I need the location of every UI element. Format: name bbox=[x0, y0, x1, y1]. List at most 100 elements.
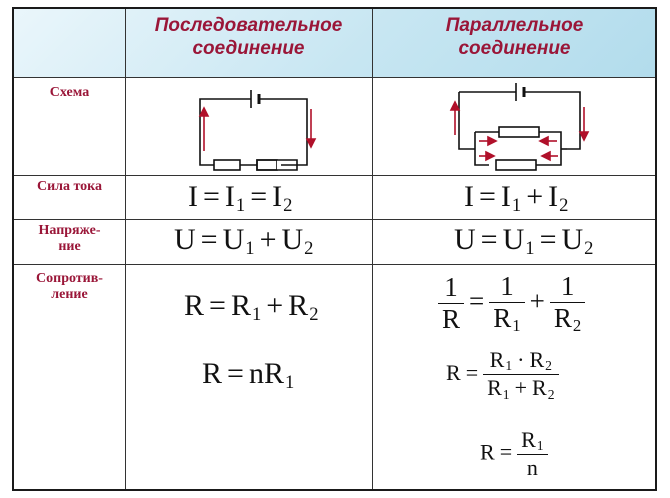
formula-symbol: 2 bbox=[584, 237, 594, 259]
formula-symbol: = bbox=[479, 180, 496, 213]
parallel-branch-arrowhead-upper bbox=[538, 135, 549, 147]
parallel-current-arrowhead-right bbox=[578, 131, 590, 142]
formula-symbol: 2 bbox=[545, 358, 552, 374]
formula-symbol: R bbox=[553, 303, 572, 333]
series-wire-left bbox=[199, 98, 214, 166]
formula-symbol: 2 bbox=[572, 316, 582, 336]
row-label-resistance-line1: Сопротив- bbox=[36, 271, 103, 286]
parallel-node-left bbox=[474, 132, 489, 166]
formula-symbol: = bbox=[203, 180, 220, 213]
formula-symbol: R1·R2 bbox=[483, 347, 558, 374]
formula-symbol: 1 bbox=[536, 438, 544, 454]
formula-symbol: n bbox=[248, 357, 264, 390]
formula-symbol: 1 bbox=[284, 371, 295, 393]
row-label-scheme: Схема bbox=[49, 85, 90, 100]
formula-symbol: U bbox=[281, 223, 304, 256]
formula-symbol: I bbox=[500, 180, 511, 213]
row-label-voltage-line2: ние bbox=[58, 239, 81, 254]
formula-symbol: R bbox=[230, 289, 251, 322]
row-label-voltage: Напряже- ние bbox=[14, 223, 125, 255]
formula-symbol: = bbox=[209, 289, 226, 322]
header-band bbox=[14, 9, 655, 77]
formula-symbol: = bbox=[480, 223, 498, 256]
formula-symbol: 1 bbox=[235, 194, 246, 216]
formula-symbol: = bbox=[200, 223, 218, 256]
parallel-circuit-diagram bbox=[449, 83, 590, 171]
formula-symbol: = bbox=[227, 357, 244, 390]
formula-symbol: 2 bbox=[309, 303, 319, 325]
formula-series-resistance-n: R=nR1 bbox=[202, 357, 294, 394]
parallel-branch-arrowhead-left-upper bbox=[487, 135, 498, 147]
formula-symbol: = bbox=[539, 223, 557, 256]
formula-symbol: U bbox=[561, 223, 584, 256]
header-parallel: Параллельное соединение bbox=[372, 14, 657, 60]
header-parallel-line2: соединение bbox=[458, 38, 571, 59]
formula-symbol: 1 bbox=[560, 271, 575, 301]
parallel-current-arrowhead-left bbox=[449, 100, 461, 111]
formula-symbol: 1 bbox=[505, 358, 513, 374]
column-divider bbox=[372, 9, 373, 489]
parallel-wire-left bbox=[458, 92, 475, 150]
formula-symbol: R bbox=[202, 357, 223, 390]
header-series-line1: Последовательное bbox=[154, 15, 343, 36]
column-divider bbox=[125, 9, 126, 489]
formula-symbol: 1 bbox=[525, 237, 535, 259]
formula-series-voltage: U=U1+U2 bbox=[174, 223, 313, 260]
header-parallel-line1: Параллельное bbox=[445, 15, 584, 36]
formula-symbol: = bbox=[250, 180, 268, 213]
formula-symbol: + bbox=[266, 289, 284, 322]
formula-symbol: U bbox=[222, 223, 245, 256]
formula-symbol: R bbox=[489, 347, 505, 372]
row-divider bbox=[14, 219, 655, 220]
parallel-branch-arrowhead-left-lower bbox=[485, 150, 496, 162]
formula-symbol: + bbox=[259, 223, 277, 256]
parallel-resistor-1 bbox=[498, 126, 540, 138]
formula-symbol: + bbox=[514, 375, 528, 401]
formula-symbol: 2 bbox=[283, 194, 293, 216]
formula-symbol: 1 bbox=[251, 303, 262, 325]
row-divider bbox=[14, 77, 655, 78]
series-circuit-diagram bbox=[198, 90, 317, 171]
formula-symbol: 2 bbox=[559, 194, 569, 216]
formula-series-resistance: R=R1+R2 bbox=[184, 289, 318, 326]
formula-symbol: I bbox=[188, 180, 198, 213]
series-current-arrowhead-left bbox=[198, 106, 210, 117]
formula-symbol: R bbox=[184, 289, 205, 322]
header-series: Последовательное соединение bbox=[125, 14, 372, 60]
formula-symbol: 1 bbox=[444, 272, 458, 303]
formula-symbol: + bbox=[529, 285, 545, 316]
formula-symbol: 1 bbox=[500, 271, 514, 301]
formula-symbol: I bbox=[548, 180, 559, 213]
formula-symbol: R bbox=[529, 347, 545, 372]
parallel-resistor-2 bbox=[495, 159, 537, 171]
formula-symbol: 1 bbox=[511, 194, 522, 216]
formula-parallel-current: I=I1+I2 bbox=[464, 180, 568, 217]
formula-symbol: R1 bbox=[517, 427, 548, 454]
formula-symbol: n bbox=[517, 454, 548, 481]
formula-symbol: I bbox=[464, 180, 474, 213]
row-divider bbox=[14, 175, 655, 176]
series-resistor-2-body bbox=[256, 159, 298, 171]
formula-symbol: 1 bbox=[502, 386, 510, 402]
series-resistor-1 bbox=[213, 159, 241, 171]
formula-symbol: 2 bbox=[547, 386, 555, 402]
formula-symbol: + bbox=[526, 180, 544, 213]
formula-symbol: R bbox=[493, 303, 512, 333]
formula-symbol: 1 bbox=[245, 237, 255, 259]
row-label-resistance: Сопротив- ление bbox=[14, 271, 125, 303]
formula-symbol: R bbox=[532, 375, 547, 401]
row-label-current: Сила тока bbox=[36, 179, 103, 194]
formula-symbol: U bbox=[502, 223, 525, 256]
formula-symbol: R1+R2 bbox=[483, 374, 559, 402]
formula-symbol: R bbox=[521, 427, 536, 452]
formula-symbol: R1 bbox=[489, 302, 525, 336]
formula-symbol: R2 bbox=[549, 302, 586, 336]
formula-parallel-voltage: U=U1=U2 bbox=[454, 223, 593, 260]
